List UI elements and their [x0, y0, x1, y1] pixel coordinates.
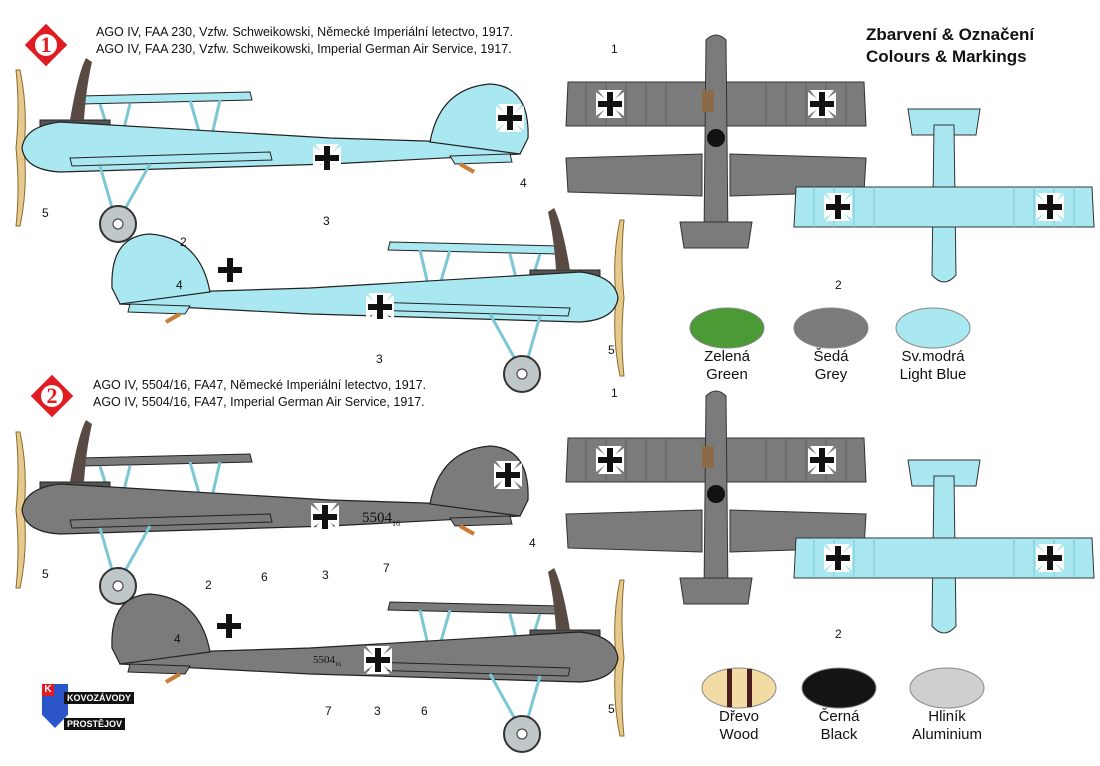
- logo-line1: KOVOZÁVODY: [64, 692, 135, 704]
- serial-number: 550416: [362, 510, 400, 528]
- scheme-2-badge: 2: [30, 374, 74, 418]
- logo-k-mark: K: [42, 684, 54, 696]
- callout-2b: 2: [835, 278, 842, 292]
- swatch-black: [801, 667, 877, 709]
- callout-5c: 5: [42, 567, 49, 581]
- scheme2-side-left: [14, 418, 531, 606]
- swatch-wood: [701, 667, 777, 709]
- swatch-lightblue-cz: Sv.modrá: [901, 348, 965, 365]
- swatch-black-cz: Černá: [818, 708, 860, 725]
- callout-7b: 7: [325, 704, 332, 718]
- callout-2c: 2: [205, 578, 212, 592]
- serial-main-b: 5504: [313, 654, 335, 666]
- scheme1b-cross-tail: [216, 256, 244, 284]
- scheme-1-badge: 1: [24, 23, 68, 67]
- swatch-green-en: Green: [706, 366, 748, 383]
- callout-3d: 3: [374, 704, 381, 718]
- callout-2: 2: [180, 235, 187, 249]
- swatch-wood-en: Wood: [719, 726, 759, 743]
- logo-line2: PROSTĚJOV: [64, 718, 126, 730]
- swatch-grey-cz: Šedá: [813, 348, 849, 365]
- wood-grain-stripe: [747, 669, 752, 707]
- callout-6: 6: [261, 570, 268, 584]
- colour-swatches: [689, 307, 985, 709]
- scheme-2-caption-en: AGO IV, 5504/16, FA47, Imperial German A…: [93, 395, 425, 409]
- scheme-1-caption-cz: AGO IV, FAA 230, Vzfw. Schweikowski, Něm…: [96, 25, 514, 39]
- scheme-2-caption-cz: AGO IV, 5504/16, FA47, Německé Imperiáln…: [93, 378, 427, 392]
- title-en: Colours & Markings: [866, 47, 1027, 66]
- swatch-aluminium-cz: Hliník: [928, 708, 966, 725]
- swatch-aluminium-en: Aluminium: [911, 726, 983, 743]
- swatch-lightblue-en: Light Blue: [899, 366, 967, 383]
- callout-4b: 4: [176, 278, 183, 292]
- callout-5: 5: [42, 206, 49, 220]
- swatch-grey: [793, 307, 869, 349]
- callout-3: 3: [323, 214, 330, 228]
- swatch-light-blue: [895, 307, 971, 349]
- callout-1b: 1: [611, 386, 618, 400]
- swatch-green: [689, 307, 765, 349]
- serial-sub: 16: [392, 519, 400, 528]
- callout-6b: 6: [421, 704, 428, 718]
- kovozavody-logo: K KOVOZÁVODY PROSTĚJOV: [28, 684, 135, 734]
- wood-grain-stripe: [727, 669, 732, 707]
- scheme-1-caption-en: AGO IV, FAA 230, Vzfw. Schweikowski, Imp…: [96, 42, 512, 56]
- callout-3c: 3: [322, 568, 329, 582]
- callout-2d: 2: [835, 627, 842, 641]
- callout-1: 1: [611, 42, 618, 56]
- scheme2b-cross-tail: [215, 612, 243, 640]
- callout-4d: 4: [174, 632, 181, 646]
- swatch-black-en: Black: [820, 726, 858, 743]
- swatch-green-cz: Zelená: [704, 348, 750, 365]
- scheme1-side-left: [14, 56, 531, 244]
- callout-5d: 5: [608, 702, 615, 716]
- serial-main: 5504: [362, 510, 392, 526]
- callout-4c: 4: [529, 536, 536, 550]
- callout-4: 4: [520, 176, 527, 190]
- title-cz: Zbarvení & Označení: [866, 25, 1035, 44]
- serial-sub-b: 16: [335, 662, 341, 669]
- swatch-grey-en: Grey: [814, 366, 848, 383]
- swatch-wood-cz: Dřevo: [718, 708, 759, 725]
- serial-number-b: 550416: [313, 654, 341, 668]
- scheme1-bottom-view: [794, 109, 1094, 282]
- callout-3b: 3: [376, 352, 383, 366]
- page-title: Zbarvení & Označení Colours & Markings: [866, 24, 1034, 68]
- callout-5b: 5: [608, 343, 615, 357]
- callout-7: 7: [383, 561, 390, 575]
- scheme2-bottom-view: [794, 460, 1094, 633]
- swatch-aluminium: [909, 667, 985, 709]
